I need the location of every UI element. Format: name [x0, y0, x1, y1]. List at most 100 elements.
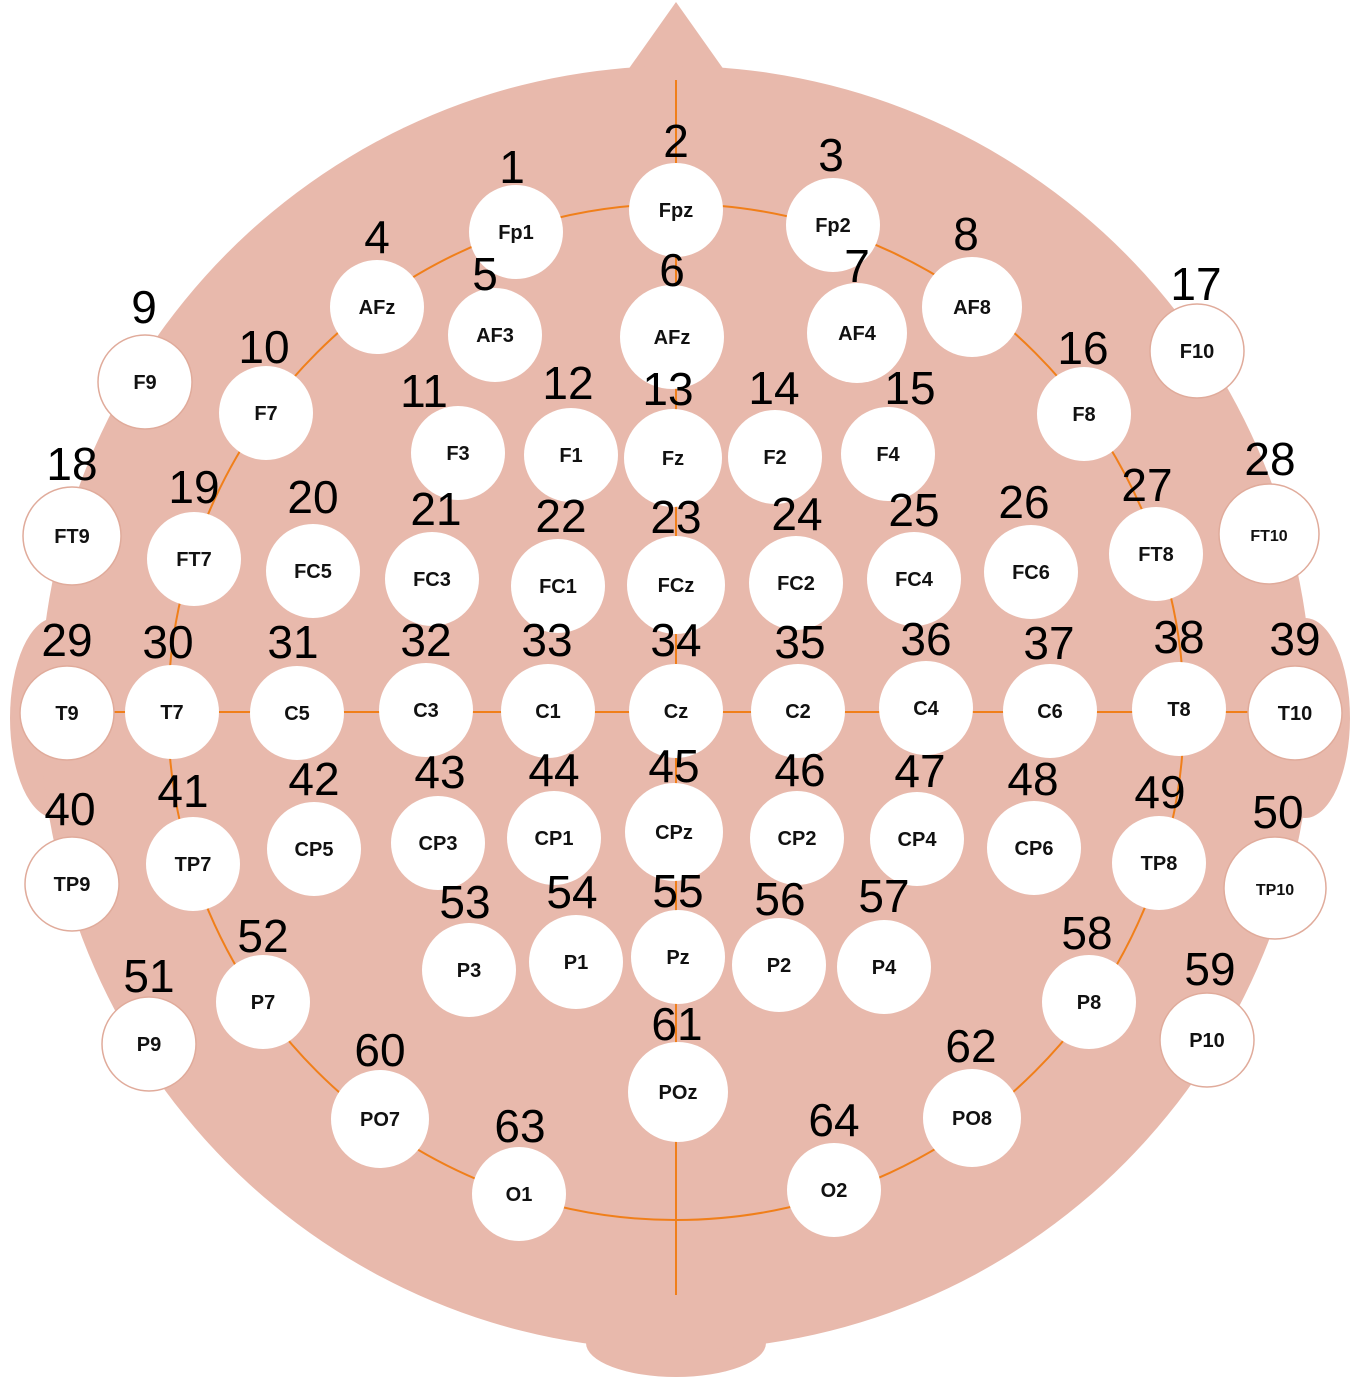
electrode-number: 39 [1269, 613, 1320, 665]
electrode-label: FC1 [539, 576, 577, 598]
electrode-label: CP5 [295, 839, 334, 861]
electrode-circle [1037, 367, 1131, 461]
electrode-circle [922, 257, 1022, 357]
electrode-37: C6 37 [1003, 617, 1097, 758]
electrode-label: CP3 [419, 833, 458, 855]
electrode-number: 35 [774, 616, 825, 668]
electrode-number: 43 [414, 746, 465, 798]
electrode-label: T9 [55, 703, 78, 725]
electrode-label: PO7 [360, 1109, 400, 1131]
electrode-number: 64 [808, 1094, 859, 1146]
electrode-number: 50 [1252, 786, 1303, 838]
electrode-label: T10 [1278, 703, 1312, 725]
electrode-number: 59 [1184, 943, 1235, 995]
electrode-circle [1003, 664, 1097, 758]
electrode-number: 34 [650, 614, 701, 666]
electrode-number: 20 [287, 471, 338, 523]
electrode-number: 51 [123, 950, 174, 1002]
electrode-label: P9 [137, 1034, 161, 1056]
electrode-circle [472, 1147, 566, 1241]
electrode-label: C6 [1037, 701, 1063, 723]
electrode-circle [125, 665, 219, 759]
electrode-label: P4 [872, 957, 897, 979]
electrode-number: 37 [1023, 617, 1074, 669]
electrode-label: TP9 [54, 874, 91, 896]
electrode-number: 42 [288, 753, 339, 805]
electrodes: Fp11Fpz2Fp23AFz4AF35AFz6AF47AF88F99F710F… [19, 115, 1343, 1241]
electrode-number: 11 [400, 365, 448, 417]
electrode-circle [620, 285, 724, 389]
electrode-circle [624, 409, 722, 507]
electrode-number: 5 [472, 248, 498, 300]
electrode-label: FC4 [895, 569, 934, 591]
electrode-34: Cz 34 [629, 614, 723, 758]
electrode-circle [379, 663, 473, 757]
electrode-circle [1247, 665, 1343, 761]
electrode-label: F10 [1180, 341, 1214, 363]
electrode-label: AFz [359, 297, 396, 319]
electrode-circle [501, 664, 595, 758]
electrode-label: C3 [413, 700, 439, 722]
electrode-circle [1112, 816, 1206, 910]
electrode-label: FT7 [176, 549, 212, 571]
electrode-number: 4 [364, 211, 390, 263]
electrode-circle [837, 920, 931, 1014]
electrode-circle [923, 1069, 1021, 1167]
electrode-number: 56 [754, 873, 805, 925]
electrode-number: 7 [844, 240, 870, 292]
electrode-number: 52 [237, 910, 288, 962]
electrode-circle [469, 185, 563, 279]
electrode-label: C2 [785, 701, 811, 723]
electrode-circle [728, 410, 822, 504]
electrode-number: 30 [142, 616, 193, 668]
electrode-number: 13 [642, 363, 693, 415]
electrode-number: 31 [267, 616, 318, 668]
electrode-35: C2 35 [751, 616, 845, 758]
electrode-label: C4 [913, 698, 939, 720]
electrode-label: T7 [160, 702, 183, 724]
electrode-label: FT9 [54, 526, 90, 548]
electrode-circle [749, 536, 843, 630]
electrode-label: F8 [1072, 404, 1095, 426]
electrode-circle [1149, 303, 1245, 399]
electrode-circle [146, 817, 240, 911]
electrode-circle [216, 955, 310, 1049]
electrode-label: P1 [564, 952, 588, 974]
electrode-label: FC5 [294, 561, 332, 583]
electrode-label: FCz [658, 575, 695, 597]
electrode-9: F99 [97, 281, 193, 430]
electrode-label: P7 [251, 992, 275, 1014]
electrode-circle [250, 666, 344, 760]
nose-icon [618, 2, 734, 84]
electrode-number: 32 [400, 614, 451, 666]
electrode-label: F4 [876, 444, 900, 466]
electrode-circle [391, 796, 485, 890]
electrode-circle [101, 996, 197, 1092]
electrode-circle [422, 923, 516, 1017]
electrode-label: TP7 [175, 854, 212, 876]
electrode-label: Cz [664, 701, 688, 723]
electrode-number: 22 [535, 490, 586, 542]
electrode-number: 2 [663, 115, 689, 167]
